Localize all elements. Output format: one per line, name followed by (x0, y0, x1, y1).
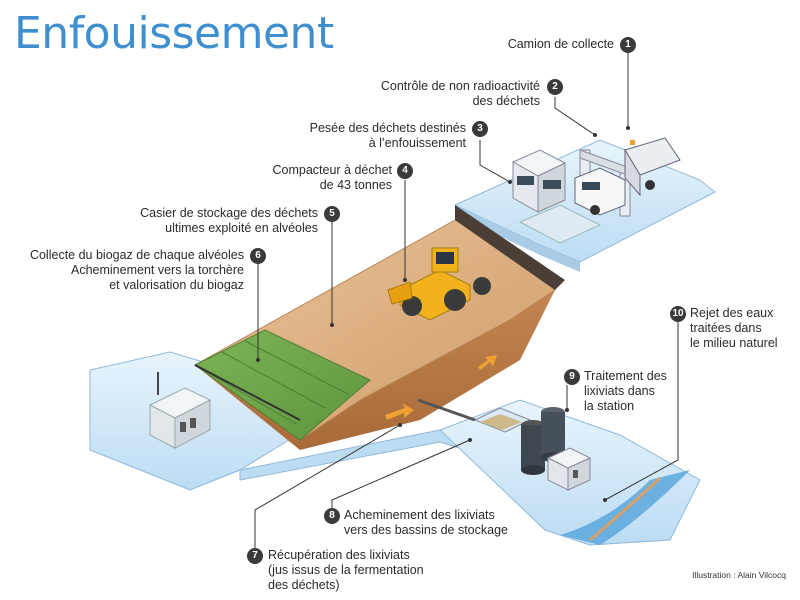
step-10-number: 10 (670, 306, 686, 322)
step-2-number: 2 (547, 79, 563, 95)
step-7-label: Récupération des lixiviats(jus issus de … (268, 548, 424, 592)
step-3-number: 3 (472, 121, 488, 137)
retaining-wall (455, 205, 565, 290)
leachate-pipe (417, 398, 476, 422)
collection-truck (574, 137, 681, 216)
step-1-label: Camion de collecte (507, 37, 614, 51)
weigh-office (511, 149, 567, 213)
page-title: Enfouissement (14, 8, 334, 59)
step-9-number: 9 (564, 369, 580, 385)
treatment-station (473, 407, 592, 491)
step-4-number: 4 (397, 163, 413, 179)
flow-arrow (385, 403, 414, 420)
waste-compactor (387, 247, 491, 321)
step-6-number: 6 (250, 248, 266, 264)
illustration-credit: Illustration : Alain Vilcocq (692, 570, 786, 580)
weighbridge (518, 204, 602, 244)
flow-arrow (478, 355, 497, 370)
step-1-number: 1 (620, 37, 636, 53)
step-5-number: 5 (324, 206, 340, 222)
biogas-pipe (194, 364, 301, 421)
step-7-number: 7 (247, 548, 263, 564)
step-8-number: 8 (324, 508, 340, 524)
leader-lines (254, 53, 679, 548)
river (560, 470, 690, 545)
biogas-station (148, 372, 212, 449)
